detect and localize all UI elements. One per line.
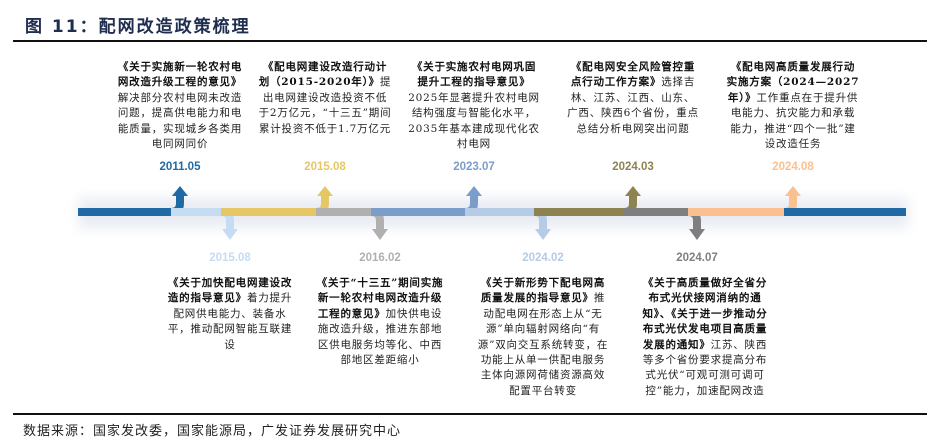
event-block-2023-07: 《关于实施农村电网巩固提升工程的指导意见》2025年显著提升农村电网结构强度与智…	[407, 60, 541, 152]
policy-desc: 解决部分农村电网未改造问题，提高供电能力和电能质量，实现城乡各类用电同网同价	[117, 91, 243, 151]
arrow-up-icon	[785, 186, 801, 196]
event-block-2016-02: 《关于“十三五”期间实施新一轮农村电网改造升级工程的意见》加快供电设施改造升级，…	[313, 276, 447, 368]
arrow-up-icon	[625, 186, 641, 196]
date-label: 2024.08	[772, 161, 814, 173]
figure-label: 图	[25, 17, 44, 37]
arrow-up-icon	[466, 186, 482, 196]
policy-desc: 推动配电网在形态上从“无源”单向辐射网络向“有源”双向交互系统转变，在功能上从单…	[477, 292, 609, 397]
policy-title: 《关于高质量做好全省分布式光伏接网消纳的通知》、《关于进一步推动分布式光伏发电项…	[642, 277, 768, 351]
policy-title: 《关于实施新一轮农村电网改造升级工程的意见》	[117, 61, 243, 89]
policy-title: 《关于实施农村电网巩固提升工程的指导意见》	[411, 61, 537, 89]
event-block-2015-08-top: 《配电网建设改造行动计划（2015-2020年）》提出电网建设改造投资不低于2万…	[258, 60, 392, 137]
policy-desc: 提出电网建设改造投资不低于2万亿元，“十三五”期间累计投资不低于1.7万亿元	[258, 76, 392, 135]
policy-title: 《关于加快配电网建设改造的指导意见》	[167, 277, 293, 305]
event-block-2024-07: 《关于高质量做好全省分布式光伏接网消纳的通知》、《关于进一步推动分布式光伏发电项…	[638, 276, 772, 399]
arrow-up-icon	[317, 186, 333, 196]
event-block-2015-08-bottom: 《关于加快配电网建设改造的指导意见》着力提升配网供电能力、装备水平，推动配网智能…	[163, 276, 297, 353]
policy-title: 《关于“十三五”期间实施新一轮农村电网改造升级工程的意见》	[316, 277, 444, 320]
event-block-2024-08: 《配电网高质量发展行动实施方案（2024—2027年）》工作重点在于提升供电能力…	[726, 60, 860, 152]
arrow-down-icon	[535, 229, 551, 240]
date-label: 2015.08	[209, 252, 251, 264]
date-label: 2024.03	[612, 161, 654, 173]
policy-desc: 选择吉林、江苏、江西、山东、广西、陕西6个省份，重点总结分析电网突出问题	[567, 76, 699, 135]
title-divider	[13, 40, 927, 42]
arrow-down-icon	[372, 229, 388, 240]
policy-desc: 江苏、陕西等多个省份要求提高分布式光伏“可观可测可调可控”能力，加速配网改造	[642, 338, 768, 397]
event-block-2024-02: 《关于新形势下配电网高质量发展的指导意见》推动配电网在形态上从“无源”单向辐射网…	[476, 276, 610, 399]
policy-desc: 2025年显著提升农村电网结构强度与智能化水平，2035年基本建成现代化农村电网	[408, 91, 540, 151]
date-label: 2024.02	[522, 252, 564, 264]
policy-desc: 加快供电设施改造升级，推进东部地区供电服务均等化、中西部地区差距缩小	[317, 307, 443, 367]
arrow-down-icon	[222, 229, 238, 240]
policy-title: 《配电网安全风险管控重点行动工作方案》	[570, 61, 696, 89]
figure-title-text: 配网改造政策梳理	[98, 17, 251, 37]
event-block-2024-03: 《配电网安全风险管控重点行动工作方案》选择吉林、江苏、江西、山东、广西、陕西6个…	[566, 60, 700, 137]
figure-number: 11：	[51, 17, 99, 37]
arrow-up-icon	[172, 186, 188, 196]
date-label: 2024.07	[676, 252, 718, 264]
event-block-2011-05: 《关于实施新一轮农村电网改造升级工程的意见》解决部分农村电网未改造问题，提高供电…	[113, 60, 247, 152]
arrow-down-icon	[689, 229, 705, 240]
date-label: 2015.08	[304, 161, 346, 173]
policy-title: 《配电网高质量发展行动实施方案（2024—2027年）》	[726, 61, 860, 104]
date-label: 2016.02	[359, 252, 401, 264]
policy-title: 《配电网建设改造行动计划（2015-2020年）》	[258, 61, 388, 89]
policy-desc: 工作重点在于提升供电能力、抗灾能力和承载能力，推进“四个一批”建设改造任务	[730, 91, 859, 151]
source-note: 数据来源：国家发改委，国家能源局，广发证券发展研究中心	[23, 424, 402, 439]
policy-desc: 着力提升配网供电能力、装备水平，推动配网智能互联建设	[167, 292, 293, 351]
figure-title: 图 11：配网改造政策梳理	[25, 12, 251, 37]
date-label: 2011.05	[159, 161, 201, 173]
footer-divider	[13, 413, 927, 415]
date-label: 2023.07	[453, 161, 495, 173]
policy-title: 《关于新形势下配电网高质量发展的指导意见》	[480, 277, 606, 305]
